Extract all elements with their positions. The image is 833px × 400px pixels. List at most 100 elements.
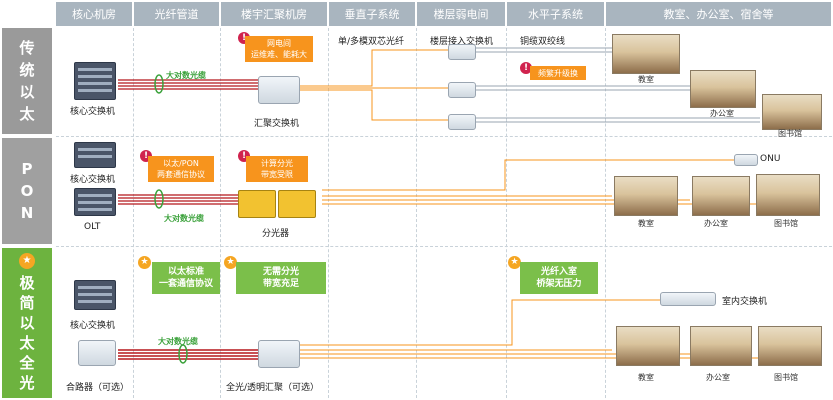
row-label-char: 极 — [19, 274, 35, 292]
row-label-simple: ★ 极 简 以 太 全 光 — [2, 248, 52, 398]
access-switch-label: 楼层接入交换机 — [430, 37, 494, 47]
header-fiber-duct: 光纤管道 — [134, 2, 219, 26]
row-label-char: 以 — [19, 314, 35, 332]
note-line: 带宽充足 — [262, 279, 299, 289]
no-split-note: 无需分光 带宽充足 — [236, 262, 326, 294]
row-label-char: 太 — [19, 105, 35, 123]
note-line: 计算分光 — [261, 159, 293, 168]
core-switch-label: 核心交换机 — [70, 321, 116, 331]
combiner-icon — [78, 340, 116, 366]
protocol-note: 以太/PON 两套通信协议 — [148, 156, 214, 182]
access-switch-icon — [448, 44, 476, 60]
column-divider — [328, 28, 329, 398]
olt-label: OLT — [84, 222, 101, 232]
note-line: 光纤入室 — [540, 267, 577, 277]
column-divider — [416, 28, 417, 398]
header-building-room: 楼宇汇聚机房 — [221, 2, 327, 26]
header-rooms: 教室、办公室、宿舍等 — [606, 2, 831, 26]
core-switch-label: 核心交换机 — [70, 107, 116, 117]
library-label: 图书馆 — [774, 219, 798, 228]
star-icon: ★ — [508, 256, 521, 269]
splitter-icon — [278, 190, 316, 218]
machine-room-note: 网电间 运维难、能耗大 — [245, 36, 313, 62]
library-label: 图书馆 — [778, 129, 802, 138]
office-label: 办公室 — [710, 109, 734, 118]
core-switch-icon — [74, 62, 116, 100]
office-label: 办公室 — [706, 373, 730, 382]
fiber-cable-label: 大对数光缆 — [166, 71, 206, 80]
row-label-char: O — [20, 182, 34, 200]
star-icon: ★ — [19, 253, 35, 269]
warning-icon: ! — [520, 62, 532, 74]
row-label-char: 简 — [19, 294, 35, 312]
fiber-cable-label: 大对数光缆 — [164, 214, 204, 223]
cable-ring-icon — [154, 189, 164, 209]
aggregation-switch-label: 汇聚交换机 — [254, 119, 300, 129]
fiber-cable-label: 大对数光缆 — [158, 337, 198, 346]
splitter-icon — [238, 190, 276, 218]
full-optical-label: 全光/透明汇聚（可选） — [226, 383, 320, 393]
combiner-label: 合路器（可选） — [66, 383, 130, 393]
row-divider — [56, 136, 832, 137]
row-label-char: 全 — [19, 354, 35, 372]
office-photo — [690, 70, 756, 108]
row-label-char: 光 — [19, 374, 35, 392]
row-label-char: 以 — [19, 83, 35, 101]
onu-label: ONU — [760, 154, 781, 164]
core-switch-label: 核心交换机 — [70, 175, 116, 185]
room-switch-icon — [660, 292, 716, 306]
column-divider — [506, 28, 507, 398]
horizontal-cable-label: 铜缆双绞线 — [520, 37, 566, 47]
note-line: 桥架无压力 — [536, 279, 582, 289]
fiber-bundle-simple — [118, 349, 258, 360]
note-line: 带宽受限 — [261, 170, 293, 179]
row-label-traditional: 传 统 以 太 — [2, 28, 52, 134]
aggregation-switch-icon — [258, 76, 300, 104]
column-divider — [220, 28, 221, 398]
column-divider — [605, 28, 606, 398]
row-label-char: 统 — [19, 61, 35, 79]
note-line: 以太标准 — [167, 267, 204, 277]
core-switch-icon — [74, 280, 116, 310]
cable-ring-icon — [154, 74, 164, 94]
column-divider — [133, 28, 134, 398]
olt-icon — [74, 188, 116, 216]
access-switch-icon — [448, 114, 476, 130]
room-switch-label: 室内交换机 — [722, 297, 768, 307]
row-label-char: P — [21, 160, 33, 178]
core-switch-icon — [74, 142, 116, 168]
header-core-room: 核心机房 — [56, 2, 132, 26]
header-vertical: 垂直子系统 — [329, 2, 415, 26]
office-label: 办公室 — [704, 219, 728, 228]
splitter-label: 分光器 — [262, 229, 290, 239]
onu-icon — [734, 154, 758, 166]
row-label-char: 太 — [19, 334, 35, 352]
header-floor-room: 楼层弱电间 — [417, 2, 505, 26]
row-label-pon: P O N — [2, 138, 52, 244]
row-divider — [56, 246, 832, 247]
note-line: 网电间 — [267, 39, 291, 48]
cable-ring-icon — [178, 344, 188, 364]
fiber-bundle-traditional — [118, 79, 258, 90]
vertical-fiber-label: 单/多模双芯光纤 — [338, 37, 405, 47]
library-photo — [762, 94, 822, 130]
row-label-char: 传 — [19, 39, 35, 57]
note-line: 一套通信协议 — [158, 279, 213, 289]
fiber-bundle-pon — [118, 194, 238, 205]
star-icon: ★ — [224, 256, 237, 269]
vertical-fiber-traditional — [300, 49, 448, 121]
row-label-char: N — [20, 204, 34, 222]
office-photo — [692, 176, 750, 216]
library-photo — [756, 174, 820, 216]
star-icon: ★ — [138, 256, 151, 269]
classroom-photo — [616, 326, 680, 366]
note-line: 无需分光 — [262, 267, 299, 277]
note-line: 以太/PON — [163, 159, 199, 168]
note-line: 两套通信协议 — [157, 170, 205, 179]
upgrade-note: 频繁升级换 — [530, 66, 586, 80]
library-photo — [758, 326, 822, 366]
access-switch-icon — [448, 82, 476, 98]
classroom-label: 教室 — [638, 75, 654, 84]
standard-note: 以太标准 一套通信协议 — [152, 262, 220, 294]
classroom-photo — [612, 34, 680, 74]
